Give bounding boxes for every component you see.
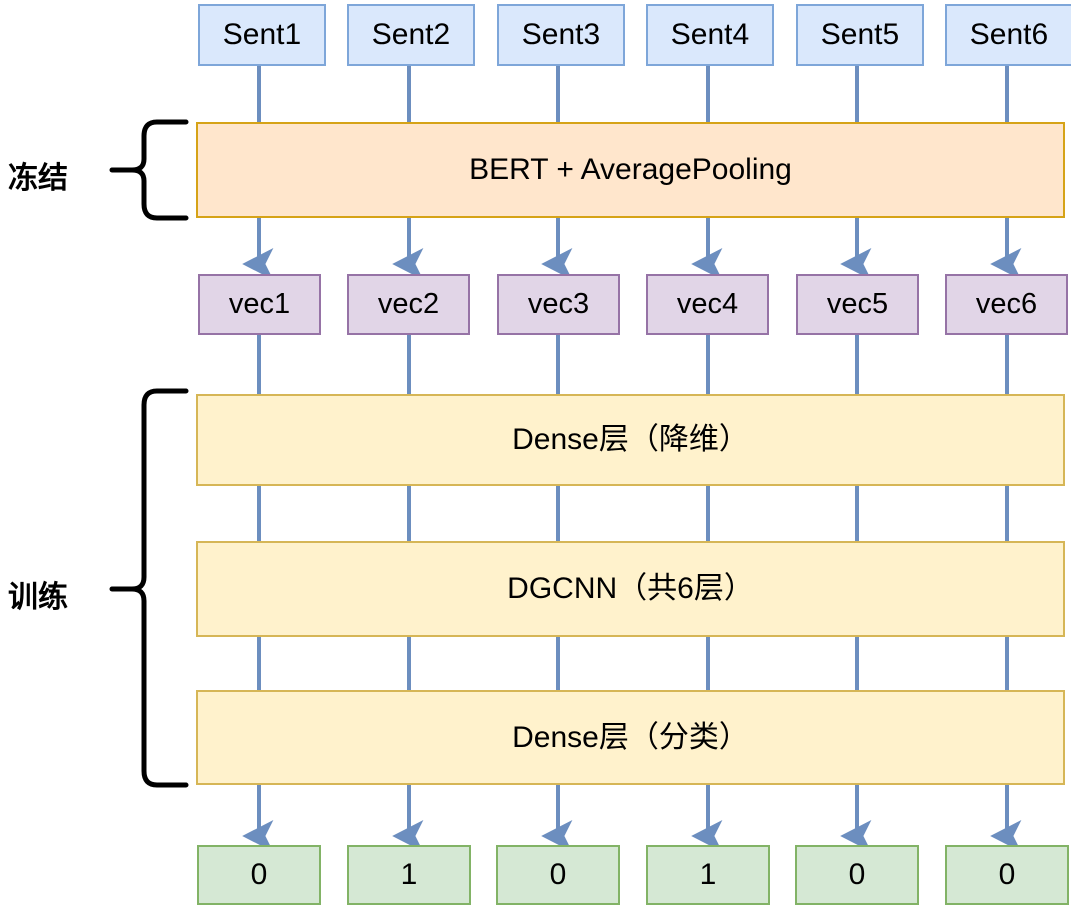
input-node-sent5[interactable]: Sent5 <box>796 4 924 66</box>
vector-node-vec5[interactable]: vec5 <box>796 274 919 335</box>
input-node-sent6[interactable]: Sent6 <box>945 4 1071 66</box>
vector-node-vec6[interactable]: vec6 <box>945 274 1068 335</box>
input-node-sent3[interactable]: Sent3 <box>497 4 625 66</box>
frozen-layer-bert-averagepooling[interactable]: BERT + AveragePooling <box>196 122 1065 218</box>
brace-frozen <box>109 119 189 221</box>
output-node-3[interactable]: 0 <box>496 845 620 905</box>
trainable-layer-dense-classify[interactable]: Dense层（分类） <box>196 690 1065 785</box>
group-label-training: 训练 <box>8 581 68 614</box>
input-node-sent2[interactable]: Sent2 <box>347 4 475 66</box>
vector-node-vec3[interactable]: vec3 <box>497 274 620 335</box>
trainable-layer-dgcnn[interactable]: DGCNN（共6层） <box>196 541 1065 637</box>
output-node-2[interactable]: 1 <box>347 845 471 905</box>
output-node-6[interactable]: 0 <box>945 845 1069 905</box>
vector-node-vec2[interactable]: vec2 <box>347 274 470 335</box>
group-label-frozen: 冻结 <box>8 162 68 195</box>
input-node-sent4[interactable]: Sent4 <box>646 4 774 66</box>
output-node-5[interactable]: 0 <box>795 845 919 905</box>
vector-node-vec1[interactable]: vec1 <box>198 274 321 335</box>
output-node-4[interactable]: 1 <box>646 845 770 905</box>
vector-node-vec4[interactable]: vec4 <box>646 274 769 335</box>
input-node-sent1[interactable]: Sent1 <box>198 4 326 66</box>
brace-training <box>109 388 189 788</box>
output-node-1[interactable]: 0 <box>197 845 321 905</box>
trainable-layer-dense-reduce[interactable]: Dense层（降维） <box>196 394 1065 486</box>
